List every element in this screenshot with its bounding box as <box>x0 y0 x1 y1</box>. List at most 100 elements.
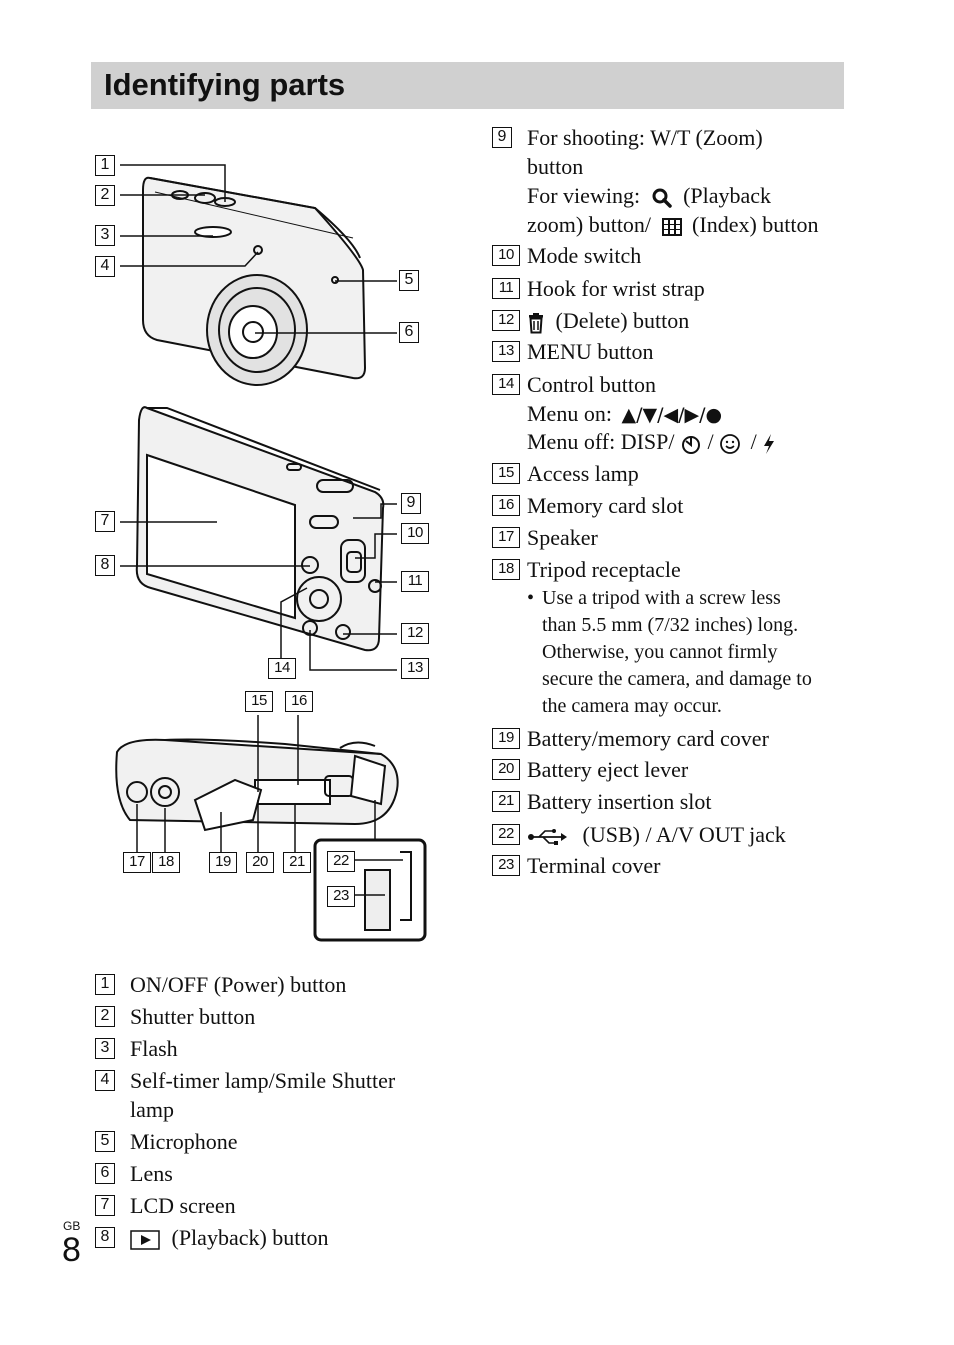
callout-15: 15 <box>245 691 273 712</box>
playback-icon <box>130 1230 160 1250</box>
item-text: Lens <box>130 1161 173 1186</box>
item-text-line3: For viewing: (Playback <box>527 181 771 210</box>
item-text-line4: zoom) button/ (Index) button <box>527 210 819 239</box>
callout-21: 21 <box>283 852 311 873</box>
item-number: 5 <box>95 1131 115 1152</box>
callout-17: 17 <box>123 852 151 873</box>
item-text-wrap: (Delete) button <box>527 306 689 335</box>
item-number: 9 <box>492 127 512 148</box>
item-number: 20 <box>492 759 520 780</box>
flash-icon <box>764 433 775 454</box>
title-bar: Identifying parts <box>91 62 844 109</box>
item-text: LCD screen <box>130 1193 236 1218</box>
trash-icon <box>529 312 543 334</box>
item-text: Flash <box>130 1036 178 1061</box>
callout-9: 9 <box>401 493 421 514</box>
item-text: Terminal cover <box>527 853 661 878</box>
item-text-menu-on: Menu on: ▲/▼/◀/▶/● <box>527 399 722 430</box>
callout-2: 2 <box>95 185 115 206</box>
smile-icon <box>720 434 741 454</box>
note-bullet: • <box>527 587 535 609</box>
menu-on-label: Menu on: <box>527 401 612 426</box>
item-number: 22 <box>492 824 520 845</box>
item-text: MENU button <box>527 339 654 364</box>
item-number: 19 <box>492 728 520 749</box>
callout-13: 13 <box>401 658 429 679</box>
item-text: (Delete) button <box>555 308 690 333</box>
callout-6: 6 <box>399 322 419 343</box>
item-text: Control button <box>527 372 656 397</box>
menu-off-label: Menu off: DISP/ <box>527 429 675 454</box>
note-line: than 5.5 mm (7/32 inches) long. <box>542 614 799 636</box>
item-number: 1 <box>95 974 115 995</box>
index-grid-icon <box>661 217 682 236</box>
item-text: ON/OFF (Power) button <box>130 972 347 997</box>
item-text: Hook for wrist strap <box>527 276 705 301</box>
item-number: 8 <box>95 1227 115 1248</box>
callout-18: 18 <box>152 852 180 873</box>
item-number: 13 <box>492 341 520 362</box>
item-text: Speaker <box>527 525 598 550</box>
item-text-menu-off: Menu off: DISP/ / / <box>527 427 776 456</box>
item-text: (USB) / A/V OUT jack <box>582 822 786 847</box>
callout-4: 4 <box>95 256 115 277</box>
note-line: Use a tripod with a screw less <box>542 587 781 609</box>
item-number: 14 <box>492 374 520 395</box>
self-timer-icon <box>682 435 700 454</box>
callout-5: 5 <box>399 270 419 291</box>
camera-bottom-illustration <box>115 738 427 942</box>
callout-3: 3 <box>95 225 115 246</box>
item-number: 23 <box>492 855 520 876</box>
item-text: Memory card slot <box>527 493 684 518</box>
note-line: secure the camera, and damage to <box>542 668 812 690</box>
item-number: 6 <box>95 1163 115 1184</box>
callout-23: 23 <box>327 886 355 907</box>
page-title: Identifying parts <box>104 67 346 102</box>
page-number: 8 <box>62 1231 81 1269</box>
item-number: 3 <box>95 1038 115 1059</box>
item-text: Shutter button <box>130 1004 256 1029</box>
item-text: Access lamp <box>527 461 639 486</box>
item-text: Mode switch <box>527 243 642 268</box>
item-text: Self-timer lamp/Smile Shutter <box>130 1068 396 1093</box>
zoom-button-label: zoom) button/ <box>527 212 652 237</box>
callout-22: 22 <box>327 851 355 872</box>
item-text: Tripod receptacle <box>527 557 681 582</box>
callout-8: 8 <box>95 555 115 576</box>
note-line: Otherwise, you cannot firmly <box>542 641 778 663</box>
camera-illustration <box>115 164 427 942</box>
camera-diagram: 1 2 3 4 5 6 7 8 9 10 11 12 13 14 15 16 1… <box>85 140 435 950</box>
direction-keys-label: ▲/▼/◀/▶/● <box>621 404 723 426</box>
list-item: 14 Control button Menu on: ▲/▼/◀/▶/● Men… <box>492 370 852 460</box>
note-line: the camera may occur. <box>542 695 722 717</box>
item-number: 21 <box>492 791 520 812</box>
item-text: Battery insertion slot <box>527 789 712 814</box>
item-number: 4 <box>95 1070 115 1091</box>
item-number: 18 <box>492 559 520 580</box>
item-number: 2 <box>95 1006 115 1027</box>
item-text: Battery/memory card cover <box>527 726 769 751</box>
item-text-wrap: (USB) / A/V OUT jack <box>527 820 786 849</box>
callout-7: 7 <box>95 511 115 532</box>
item-text: Microphone <box>130 1129 238 1154</box>
callout-16: 16 <box>285 691 313 712</box>
item-number: 10 <box>492 245 520 266</box>
item-text-continued: lamp <box>130 1097 174 1122</box>
item-text-wrap: (Playback) button <box>130 1223 329 1252</box>
callout-10: 10 <box>401 523 429 544</box>
item-number: 11 <box>492 278 520 299</box>
item-text: Battery eject lever <box>527 757 689 782</box>
camera-front-illustration <box>142 176 367 386</box>
zoom-magnifier-icon <box>652 188 672 208</box>
item-text: For shooting: W/T (Zoom) <box>527 125 763 150</box>
item-number: 17 <box>492 527 520 548</box>
slash-separator: / <box>750 429 757 454</box>
usb-icon <box>528 828 567 845</box>
callout-leaders <box>120 164 403 896</box>
region-code: GB <box>63 1219 81 1233</box>
index-button-label: (Index) button <box>692 212 819 237</box>
item-text: (Playback) button <box>171 1225 329 1250</box>
callout-20: 20 <box>246 852 274 873</box>
callout-14: 14 <box>268 658 296 679</box>
callout-11: 11 <box>401 571 429 592</box>
